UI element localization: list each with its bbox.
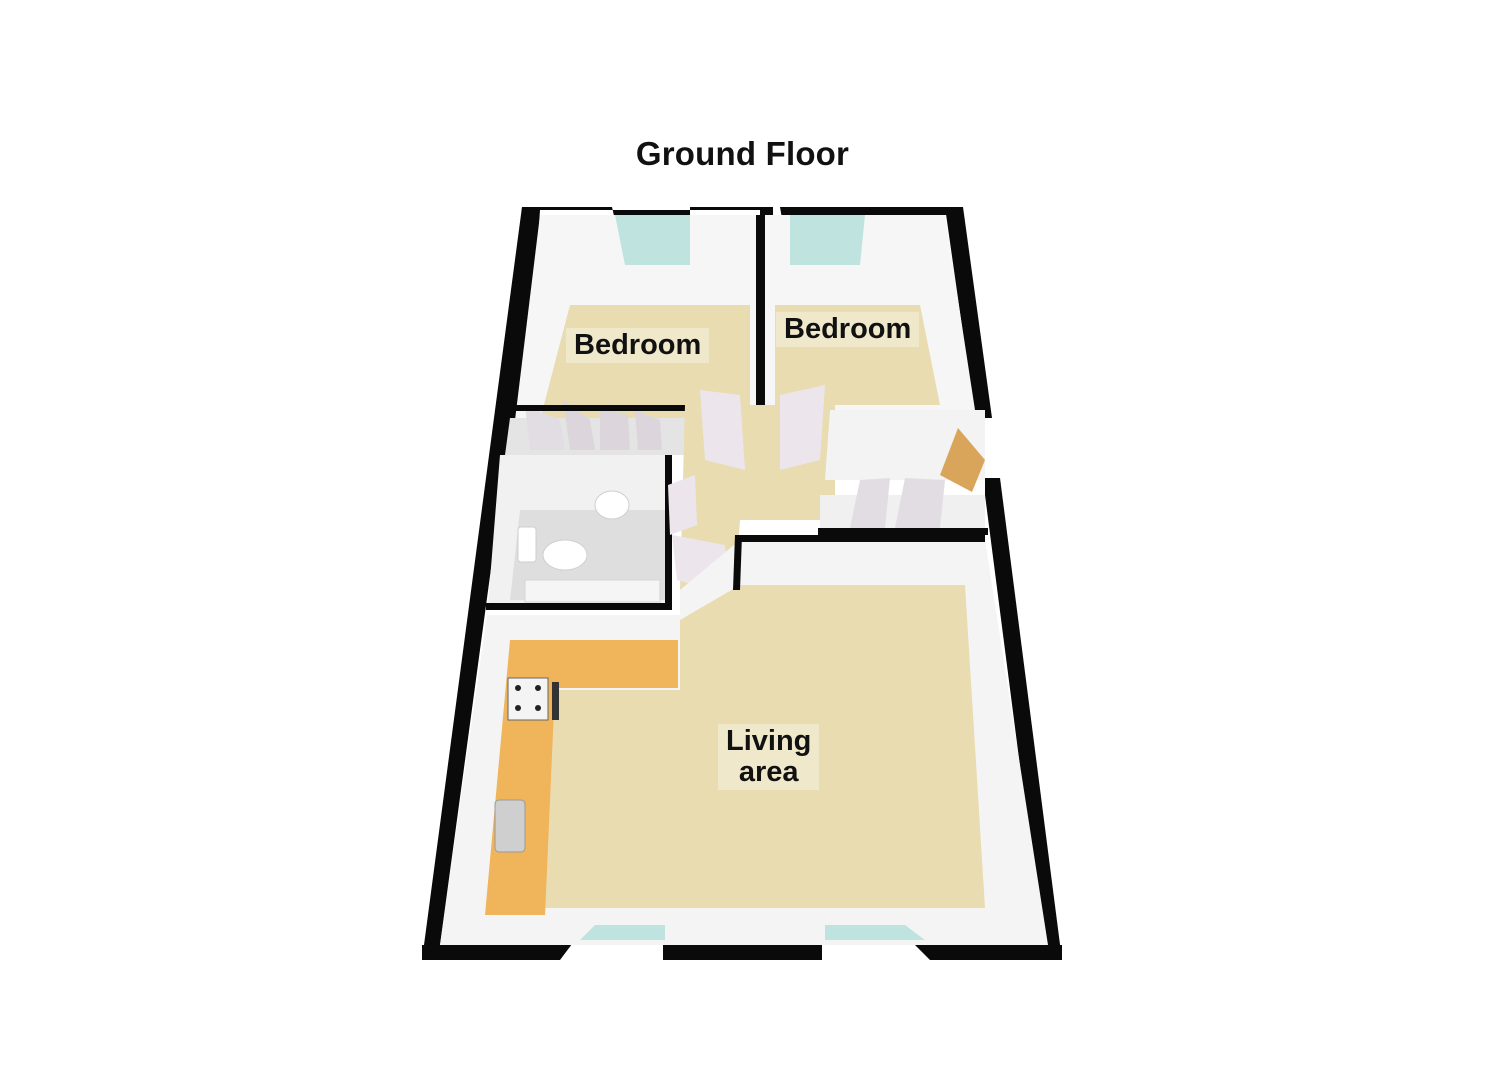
- door-cupboard-hall[interactable]: [668, 475, 697, 535]
- sink-icon: [594, 490, 630, 520]
- kitchen-sink-icon: [494, 799, 526, 853]
- front-door[interactable]: [940, 428, 985, 492]
- room-hallway: [680, 385, 988, 590]
- window-bedroom-2: [790, 215, 865, 265]
- toilet-cistern-icon: [517, 526, 537, 563]
- window-living-1: [580, 925, 665, 940]
- label-living-area: Living area: [718, 724, 820, 790]
- kitchen: [485, 640, 678, 915]
- door-bedroom-2[interactable]: [780, 385, 825, 470]
- cupboard-door[interactable]: [850, 478, 890, 528]
- label-bedroom-2: Bedroom: [776, 312, 920, 347]
- label-bedroom-1: Bedroom: [566, 328, 710, 363]
- bath-icon: [524, 579, 661, 603]
- label-living-line2: area: [738, 756, 799, 788]
- wardrobe-doors-bedroom-1[interactable]: [505, 400, 685, 455]
- label-living-line1: Living: [726, 725, 812, 757]
- toilet-icon: [542, 539, 588, 571]
- cupboard-door[interactable]: [895, 478, 945, 528]
- oven-icon: [552, 682, 559, 720]
- window-bedroom-1: [615, 215, 690, 265]
- hob-icon: [507, 677, 549, 721]
- floor-title: Ground Floor: [635, 135, 850, 172]
- room-bedroom-1: [515, 215, 760, 420]
- room-bathroom: [486, 455, 730, 610]
- window-living-2: [825, 925, 925, 940]
- door-bedroom-1[interactable]: [700, 390, 745, 470]
- partition-wall: [756, 215, 763, 410]
